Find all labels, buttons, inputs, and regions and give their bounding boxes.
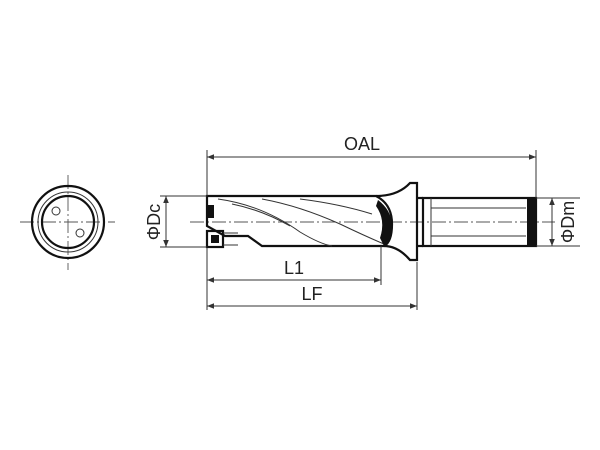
helix-line-3 — [299, 198, 373, 215]
label-dc: ΦDc — [144, 204, 164, 240]
dim-lf: LF — [207, 262, 418, 310]
coolant-hole-upper — [51, 206, 61, 216]
end-view — [20, 175, 115, 270]
helix-line-2 — [261, 198, 385, 245]
helix-line-1 — [217, 198, 333, 247]
dim-dc: ΦDc — [144, 195, 207, 248]
coolant-hole-lower — [75, 228, 85, 238]
flute-outline — [205, 194, 394, 248]
drill-body — [205, 181, 538, 262]
end-view-body-circle — [40, 194, 96, 250]
label-oal: OAL — [344, 134, 380, 154]
helix-line-4 — [231, 203, 291, 227]
end-view-outer-circle — [30, 184, 106, 260]
dim-oal: OAL — [206, 134, 537, 198]
flange — [375, 181, 419, 262]
insert-upper — [207, 205, 214, 218]
dim-dm: ΦDm — [536, 197, 580, 247]
flute-shadow — [376, 200, 393, 246]
label-lf: LF — [301, 284, 322, 304]
label-dm: ΦDm — [558, 201, 578, 243]
insert-lower-screw — [211, 235, 219, 243]
dim-l1: L1 — [206, 246, 382, 310]
shank-end-cap — [527, 198, 536, 246]
label-l1: L1 — [284, 258, 304, 278]
insert-lower — [205, 229, 225, 249]
end-view-inner-ring — [37, 191, 99, 253]
